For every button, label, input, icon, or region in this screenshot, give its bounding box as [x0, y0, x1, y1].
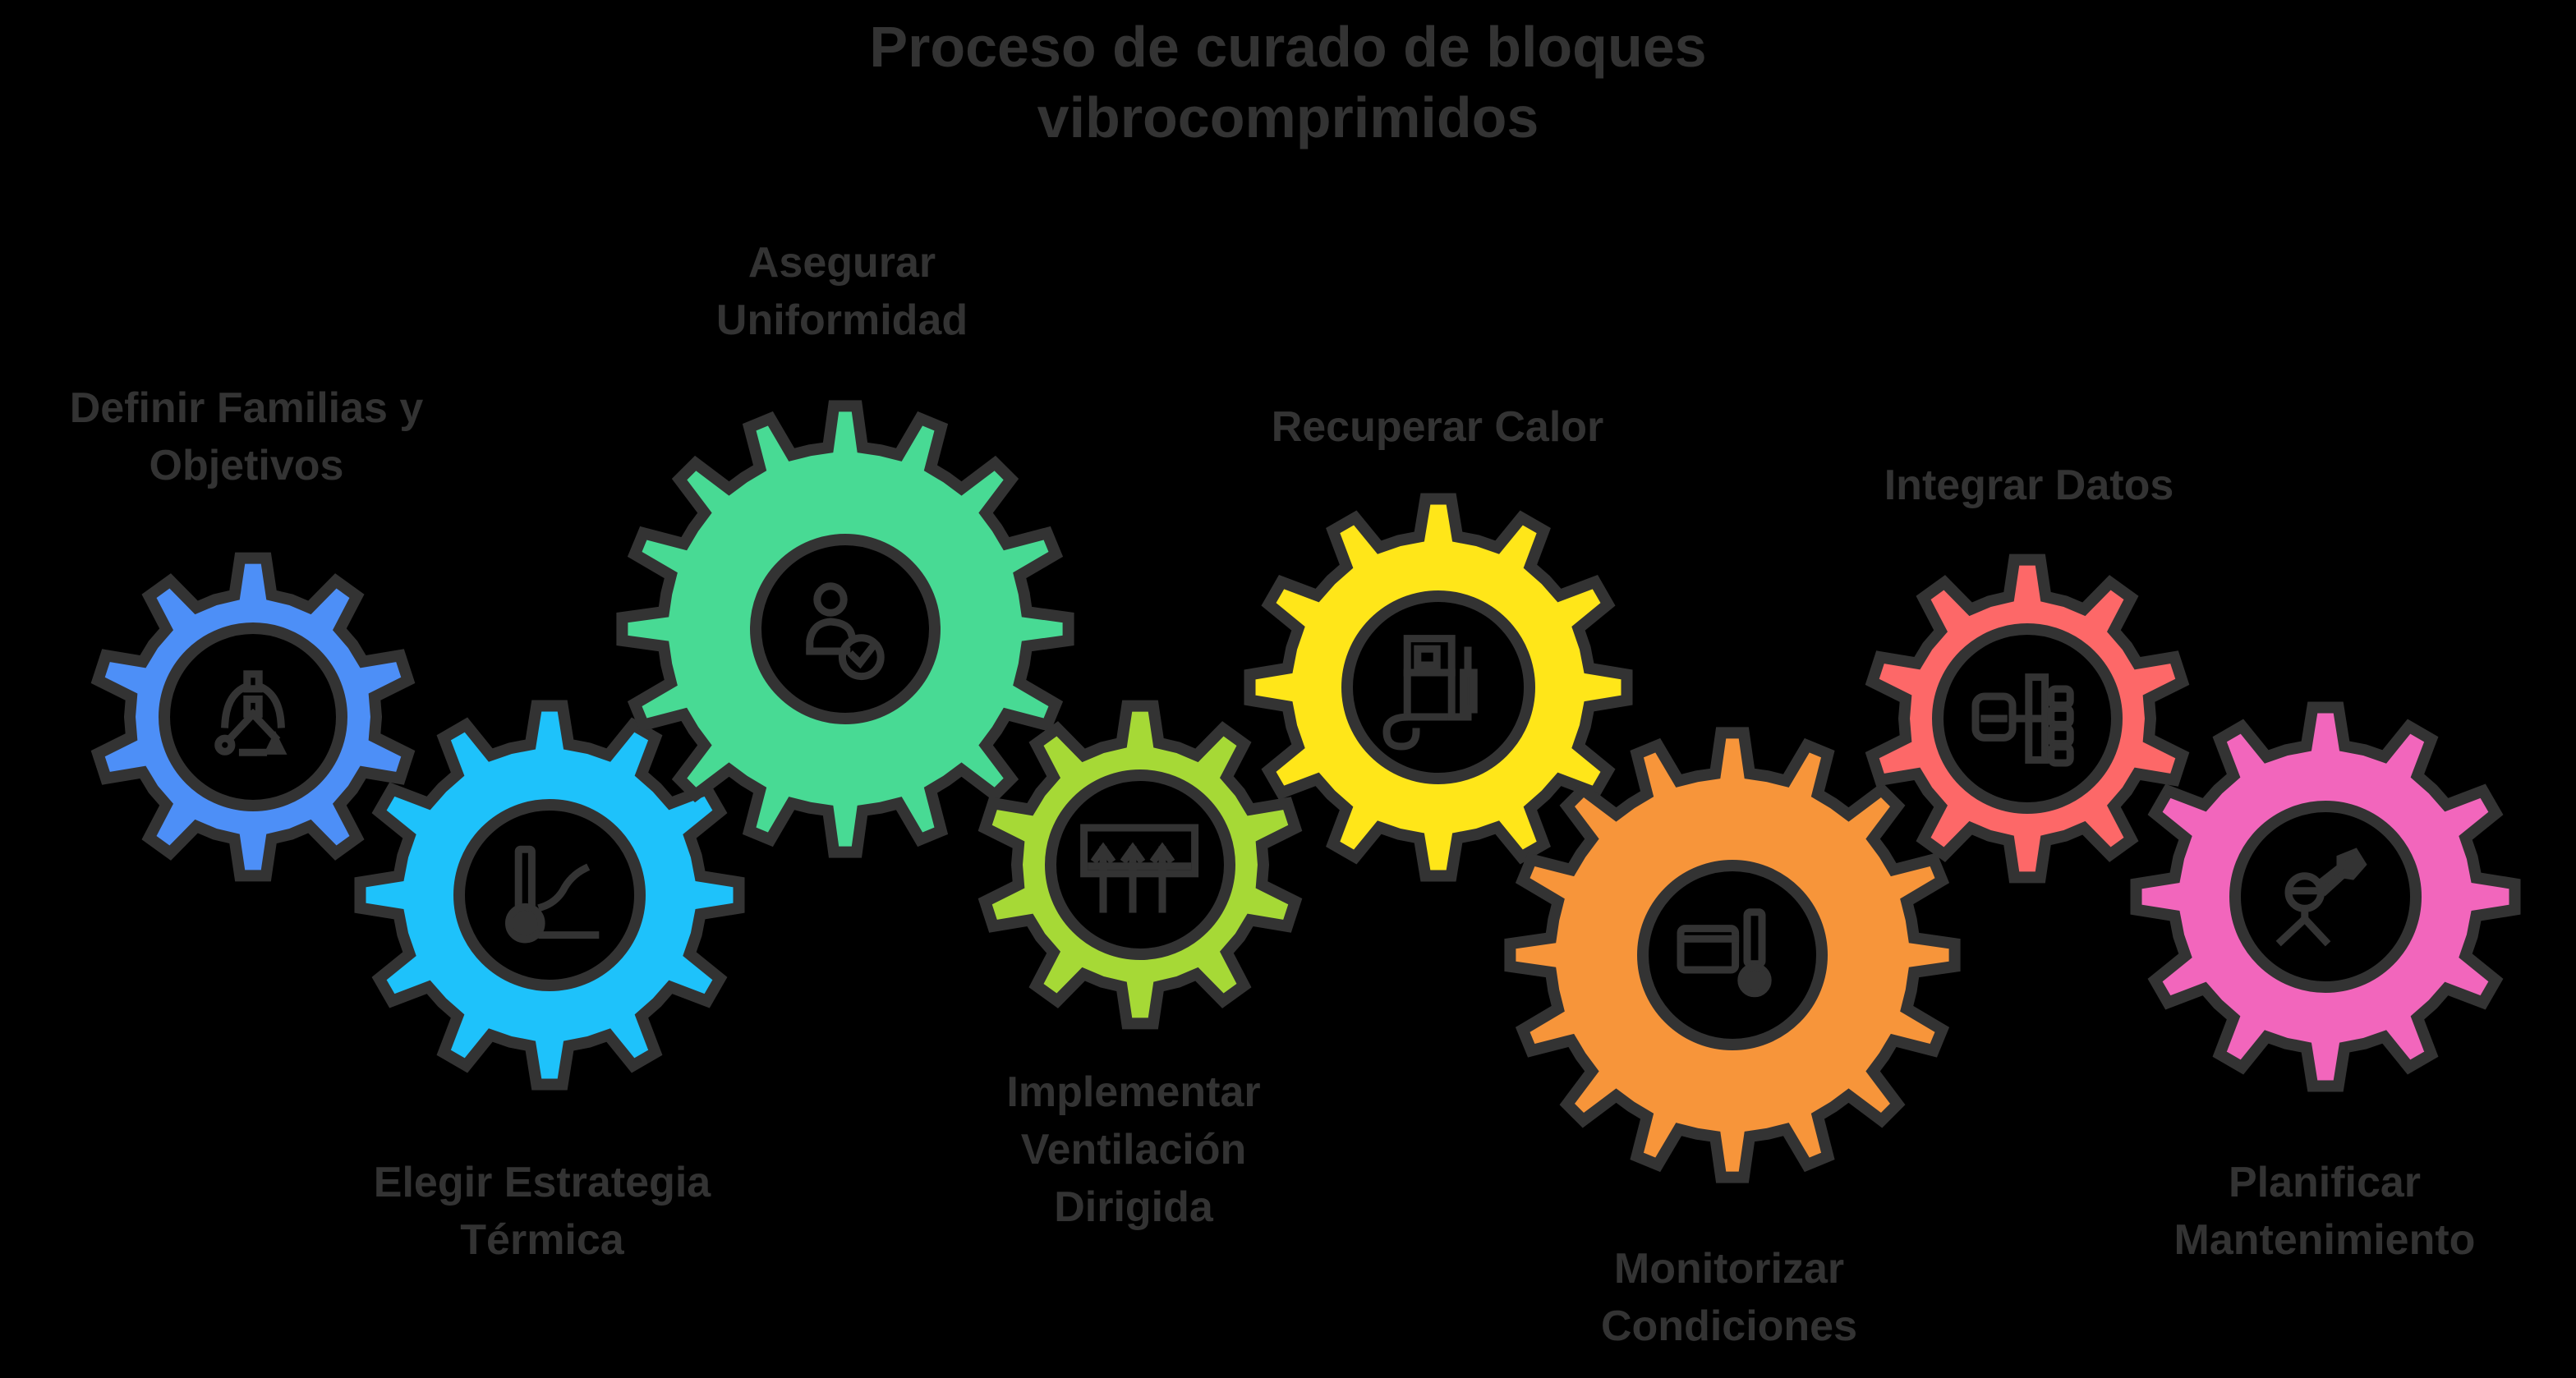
step-label-line: Ventilación: [1020, 1126, 1247, 1174]
gear-elegir-estrategia: [354, 700, 745, 1091]
heat-pump-icon: [1382, 635, 1478, 751]
step-label-recuperar-calor: Recuperar Calor: [1272, 398, 1604, 456]
gear-planificar-mantenimiento: [2130, 701, 2521, 1092]
title-line-2: vibrocomprimidos: [1037, 85, 1539, 149]
step-label-line: Recuperar Calor: [1271, 403, 1604, 451]
step-label-line: Condiciones: [1600, 1302, 1858, 1350]
step-label-line: Implementar: [1006, 1068, 1261, 1116]
air-vent-icon: [1080, 824, 1199, 913]
gear-recuperar-calor: [1244, 493, 1633, 882]
monitor-thermometer-icon: [1677, 908, 1772, 998]
diagram-title: Proceso de curado de bloques vibrocompri…: [0, 11, 2576, 153]
title-line-1: Proceso de curado de bloques: [869, 15, 1707, 79]
gear-asegurar-uniformidad: [616, 400, 1074, 858]
step-label-line: Asegurar: [748, 239, 936, 287]
gear-hole: [1341, 590, 1535, 784]
gear-implementar-ventilacion: [978, 700, 1303, 1030]
step-label-definir-familias: Definir Familias y Objetivos: [70, 379, 424, 494]
gear-definir-familias: [90, 552, 416, 882]
worker-wrench-icon: [2275, 847, 2367, 947]
gear-hole: [453, 799, 646, 991]
step-label-line: Monitorizar: [1613, 1245, 1845, 1293]
step-label-line: Planificar: [2228, 1159, 2422, 1206]
gear-monitorizar-condiciones: [1504, 727, 1961, 1183]
step-label-line: Integrar Datos: [1884, 462, 2174, 509]
gear-hole: [2229, 801, 2422, 993]
gear-integrar-datos: [1865, 553, 2190, 884]
step-label-line: Objetivos: [149, 442, 344, 489]
step-label-line: Térmica: [460, 1216, 624, 1264]
hierarchy-network-icon: [214, 670, 288, 756]
database-network-icon: [1971, 673, 2074, 767]
step-label-integrar-datos: Integrar Datos: [1884, 457, 2174, 514]
step-label-line: Dirigida: [1054, 1183, 1213, 1231]
user-check-icon: [806, 582, 885, 681]
step-label-line: Definir Familias y: [69, 384, 424, 432]
step-label-line: Elegir Estrategia: [373, 1159, 711, 1206]
step-label-line: Mantenimiento: [2174, 1216, 2476, 1264]
thermometer-curve-icon: [504, 845, 600, 944]
step-label-line: Uniformidad: [715, 296, 968, 344]
